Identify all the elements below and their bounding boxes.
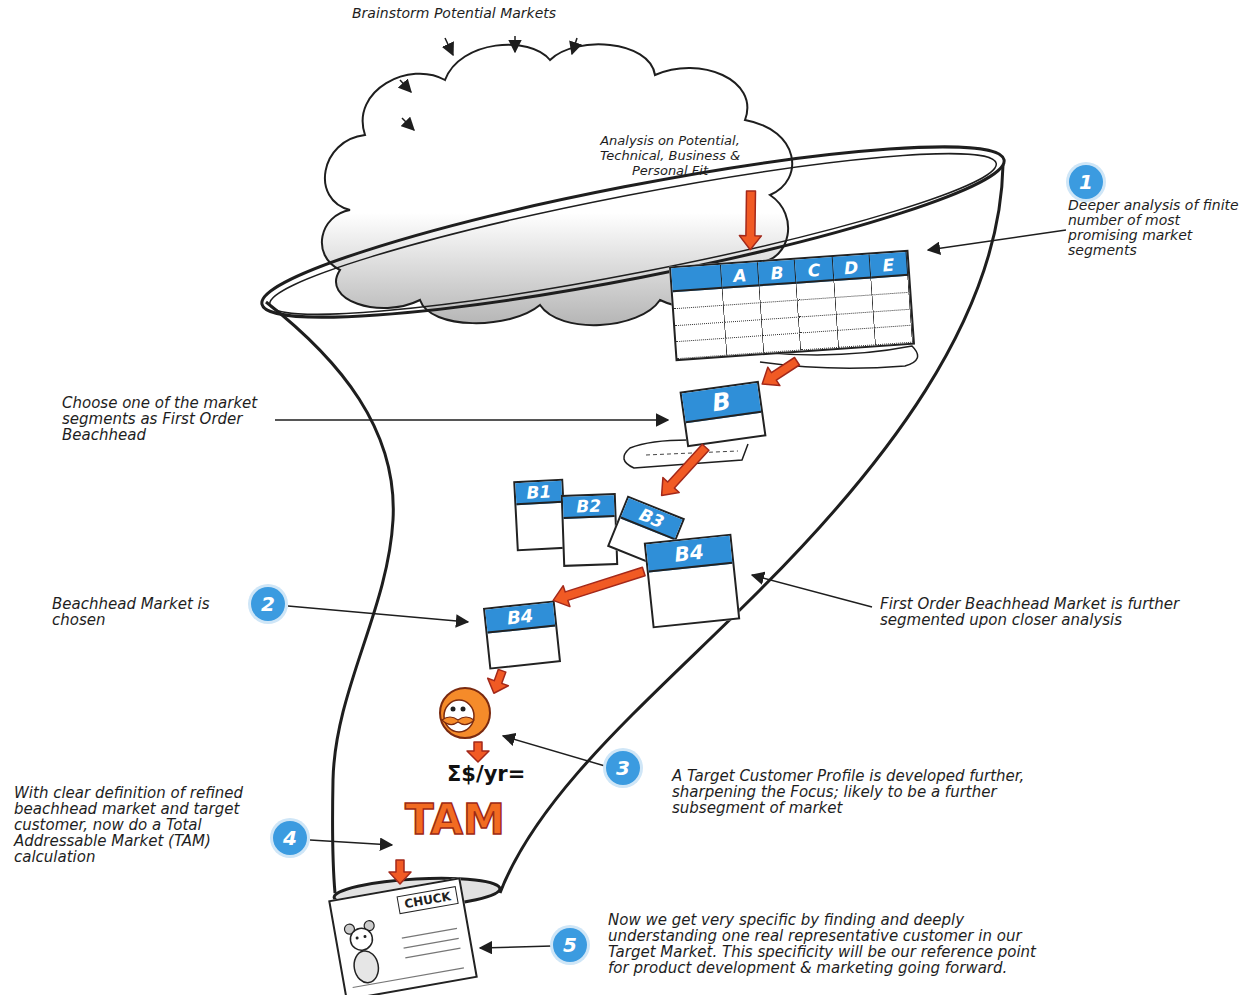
- table-header-cell: C: [795, 257, 834, 284]
- annotation-text: First Order Beachhead Market is further …: [880, 596, 1180, 628]
- segment-card: B1: [513, 479, 567, 552]
- segment-card: B4: [483, 600, 561, 669]
- annotation-text: With clear definition of refined beachhe…: [14, 785, 246, 865]
- callout-number: 2: [251, 587, 285, 621]
- flow-arrow: [389, 860, 411, 884]
- input-arrow: [572, 38, 577, 54]
- face-eye: [461, 707, 466, 712]
- table-cell: [726, 336, 764, 355]
- table-cell: [763, 334, 801, 353]
- flow-arrow: [739, 191, 761, 250]
- segment-name: B4: [673, 540, 705, 567]
- card-header: B4: [485, 603, 555, 634]
- flow-arrow: [553, 567, 645, 606]
- card-header: B3: [620, 498, 682, 540]
- card-header: B1: [515, 481, 562, 505]
- annotation-text: Deeper analysis of finite number of most…: [1068, 198, 1244, 258]
- paper-curl-line: [646, 451, 738, 455]
- table-cell: [800, 331, 838, 350]
- leader-line: [275, 419, 668, 421]
- brainstorm-cloud: [322, 44, 792, 325]
- card-header: B2: [563, 495, 615, 519]
- annotation-text: Now we get very specific by finding and …: [608, 912, 1053, 976]
- callout-number: 4: [273, 821, 307, 855]
- leader-line: [752, 575, 872, 607]
- flow-arrow: [484, 667, 513, 697]
- segment-letter: A: [733, 265, 748, 286]
- flow-arrow: [762, 358, 799, 386]
- annotation-text: A Target Customer Profile is developed f…: [672, 768, 1082, 816]
- segment-letter: C: [807, 260, 821, 281]
- cloud-text-box: Analysis on Potential, Technical, Busine…: [580, 133, 760, 191]
- table-header-cell: D: [832, 254, 871, 281]
- annotation-text: Choose one of the market segments as Fir…: [62, 395, 287, 443]
- face-outline: [440, 688, 490, 738]
- face-inner: [444, 700, 474, 732]
- leader-line: [288, 606, 468, 622]
- cloud-text: Analysis on Potential, Technical, Busine…: [580, 133, 760, 178]
- funnel-left-edge: [266, 302, 393, 893]
- segment-letter: B: [770, 263, 784, 284]
- segment-letter: E: [882, 255, 895, 276]
- segment-name: B3: [637, 504, 667, 532]
- segment-name: B2: [576, 496, 601, 517]
- tam-formula: Σ$/yr=: [447, 762, 525, 786]
- leader-line: [480, 946, 552, 948]
- callout-number: 3: [606, 751, 640, 785]
- table-cell: [875, 326, 913, 345]
- persona-name: CHUCK: [397, 886, 459, 914]
- segment-card: B4: [644, 534, 741, 629]
- annotation-text: Beachhead Market is chosen: [52, 596, 212, 628]
- segment-letter: D: [843, 257, 858, 278]
- customer-face-icon: [440, 688, 490, 738]
- table-cell: [675, 322, 726, 342]
- input-arrow: [514, 36, 516, 52]
- face-mustache: [442, 717, 474, 725]
- card-header: B: [682, 383, 761, 423]
- table-header-cell: B: [758, 260, 797, 287]
- table-header-cell: E: [869, 252, 908, 279]
- segment-name: B4: [506, 605, 534, 629]
- input-heading: Brainstorm Potential Markets: [352, 6, 652, 21]
- segment-card: B2: [561, 493, 618, 567]
- input-arrow: [402, 118, 414, 130]
- card-header: B4: [646, 536, 732, 573]
- input-arrow: [445, 38, 453, 55]
- segment-card: B: [679, 381, 766, 448]
- segment-table: A B C D E: [669, 250, 915, 362]
- segment-name: B1: [526, 481, 552, 502]
- table-cell: [674, 306, 725, 326]
- flow-arrow: [662, 444, 709, 495]
- table-header-cell: [671, 265, 723, 292]
- table-cell: [676, 339, 727, 359]
- leader-line: [928, 230, 1066, 250]
- input-arrow: [400, 80, 411, 92]
- flow-arrow: [467, 742, 489, 762]
- segment-name: B: [710, 387, 732, 417]
- table-header-cell: A: [721, 262, 760, 289]
- table-cell: [673, 289, 724, 309]
- callout-number: 5: [553, 928, 587, 962]
- table-cell: [837, 329, 875, 348]
- leader-line: [310, 840, 392, 845]
- callout-number: 1: [1069, 165, 1103, 199]
- leader-line: [503, 736, 605, 766]
- face-eye: [451, 707, 456, 712]
- tam-heading: TAM: [405, 796, 505, 844]
